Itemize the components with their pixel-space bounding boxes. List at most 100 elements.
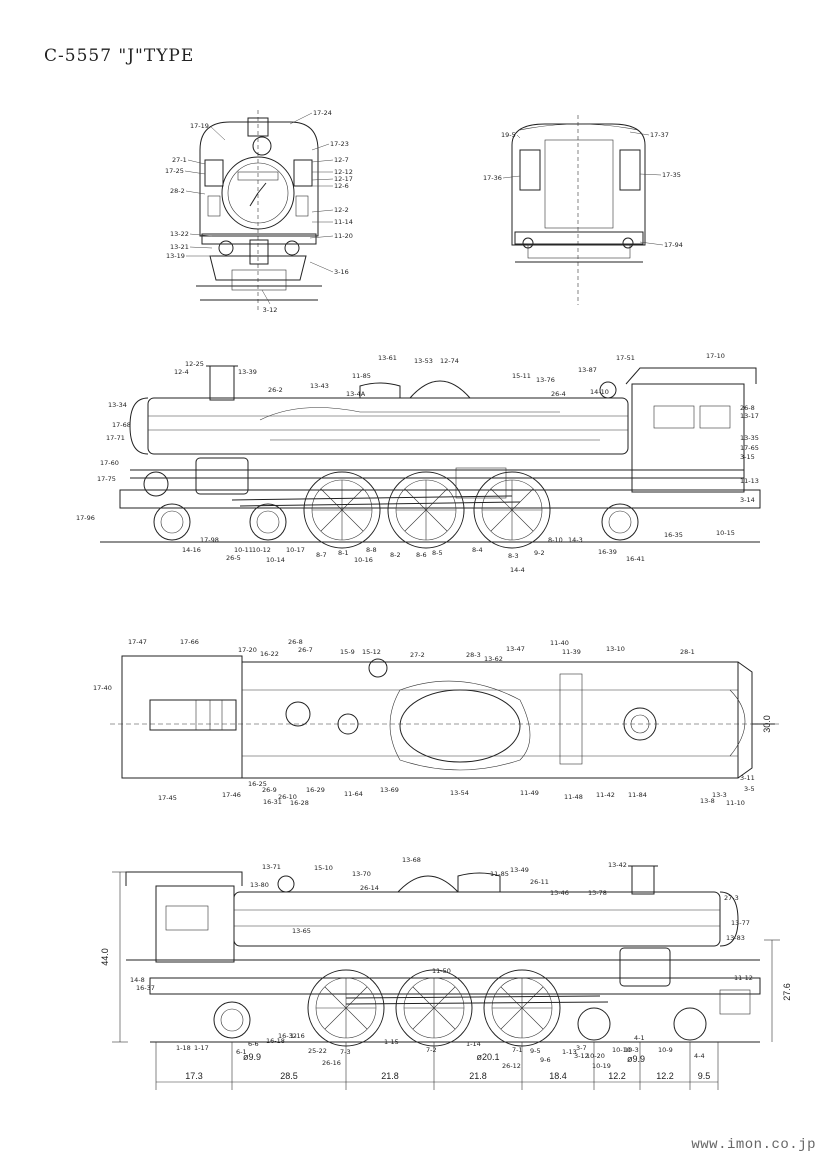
part-label: 11-14 xyxy=(334,218,353,226)
part-label: 11-49 xyxy=(520,789,539,797)
part-label: 17-23 xyxy=(330,140,349,148)
side-view-left xyxy=(112,865,780,1090)
part-label: 14-4 xyxy=(510,566,525,574)
diameter-dimension: ø20.1 xyxy=(476,1052,499,1062)
part-label: 11-84 xyxy=(628,791,647,799)
length-dimension: 12.2 xyxy=(608,1071,626,1081)
part-label: 17-71 xyxy=(106,434,125,442)
part-label: 16-39 xyxy=(598,548,617,556)
part-label: 3-12 xyxy=(574,1052,589,1060)
height-dimension: 44.0 xyxy=(100,948,110,966)
part-label: 3-12 xyxy=(263,306,278,314)
part-label: 26-4 xyxy=(551,390,566,398)
part-label: 9-5 xyxy=(530,1047,541,1055)
part-label: 27-1 xyxy=(172,156,187,164)
part-label: 12-7 xyxy=(334,156,349,164)
side-view-right xyxy=(100,365,761,549)
part-label: 26-10 xyxy=(278,793,297,801)
part-label: 11-20 xyxy=(334,232,353,240)
part-label: 8-7 xyxy=(316,551,327,559)
part-label: 13-83 xyxy=(726,934,745,942)
part-label: 16-31 xyxy=(263,798,282,806)
leader-line xyxy=(309,235,334,239)
part-label: 17-36 xyxy=(483,174,502,182)
part-label: 14-16 xyxy=(182,546,201,554)
part-label: 8-1 xyxy=(338,549,349,557)
part-label: 11-39 xyxy=(562,648,581,656)
part-label: 9-2 xyxy=(534,549,545,557)
part-label: 3-14 xyxy=(740,496,755,504)
leader-line xyxy=(639,173,662,176)
part-label: 17-68 xyxy=(112,421,131,429)
part-label: 26-8 xyxy=(288,638,303,646)
part-label: 11-40 xyxy=(550,639,569,647)
front-view-labels: 17-1917-2417-2327-117-2512-712-1212-1712… xyxy=(165,109,353,314)
top-view xyxy=(110,655,780,779)
part-label: 7-3 xyxy=(340,1048,351,1056)
leader-line xyxy=(189,233,213,237)
part-label: 3-16 xyxy=(334,268,349,276)
part-label: 13-78 xyxy=(588,889,607,897)
leader-line xyxy=(516,134,521,139)
part-label: 17-37 xyxy=(650,131,669,139)
part-label: 8-4 xyxy=(472,546,483,554)
part-label: 13-3 xyxy=(712,791,727,799)
length-dimension: 21.8 xyxy=(469,1071,487,1081)
part-label: 1-13 xyxy=(562,1048,577,1056)
part-label: 17-35 xyxy=(662,171,681,179)
part-label: 13-39 xyxy=(238,368,257,376)
part-label: 13-65 xyxy=(292,927,311,935)
part-label: 28-1 xyxy=(680,648,695,656)
part-label: 11-85 xyxy=(490,870,509,878)
part-label: 13-61 xyxy=(378,354,397,362)
rear-view xyxy=(511,115,646,305)
part-label: 26-9 xyxy=(262,786,277,794)
part-label: 26-2 xyxy=(268,386,283,394)
part-label: 12-74 xyxy=(440,357,459,365)
leader-line xyxy=(311,159,334,163)
part-label: 11-13 xyxy=(740,477,759,485)
part-label: 13-46 xyxy=(550,889,569,897)
part-label: 8-8 xyxy=(366,546,377,554)
part-label: 17-20 xyxy=(238,646,257,654)
leader-line xyxy=(185,190,206,195)
part-label: 17-51 xyxy=(616,354,635,362)
part-label: 17-45 xyxy=(158,794,177,802)
diameter-dimension: ø9.9 xyxy=(627,1054,645,1064)
part-label: 17-24 xyxy=(313,109,332,117)
part-label: 8-6 xyxy=(416,551,427,559)
length-dimension: 18.4 xyxy=(549,1071,567,1081)
part-label: 13-77 xyxy=(731,919,750,927)
width-dimension: 30.0 xyxy=(762,715,772,733)
part-label: 16-29 xyxy=(306,786,325,794)
part-label: 1-15 xyxy=(384,1038,399,1046)
part-label: 13-34 xyxy=(108,401,127,409)
leader-line xyxy=(209,125,226,141)
page-title: C-5557 "J"TYPE xyxy=(44,46,195,66)
part-label: 26-7 xyxy=(298,646,313,654)
part-label: 3-5 xyxy=(744,785,755,793)
part-label: 13-68 xyxy=(402,856,421,864)
leader-line xyxy=(309,261,334,273)
part-label: 13-8 xyxy=(700,797,715,805)
part-label: 13-4A xyxy=(346,390,366,398)
leader-line xyxy=(289,112,313,125)
part-label: 3-15 xyxy=(740,453,755,461)
part-label: 8-3 xyxy=(508,552,519,560)
part-label: 14-10 xyxy=(590,388,609,396)
part-label: 16-22 xyxy=(260,650,279,658)
part-label: 13-80 xyxy=(250,881,269,889)
length-dimension: 28.5 xyxy=(280,1071,298,1081)
part-label: 12-12 xyxy=(334,168,353,176)
part-label: 11-85 xyxy=(352,372,371,380)
part-label: 13-22 xyxy=(170,230,189,238)
length-dimension: 9.5 xyxy=(698,1071,711,1081)
part-label: 4-4 xyxy=(694,1052,705,1060)
part-label: 1-18 xyxy=(176,1044,191,1052)
part-label: 11-12 xyxy=(734,974,753,982)
